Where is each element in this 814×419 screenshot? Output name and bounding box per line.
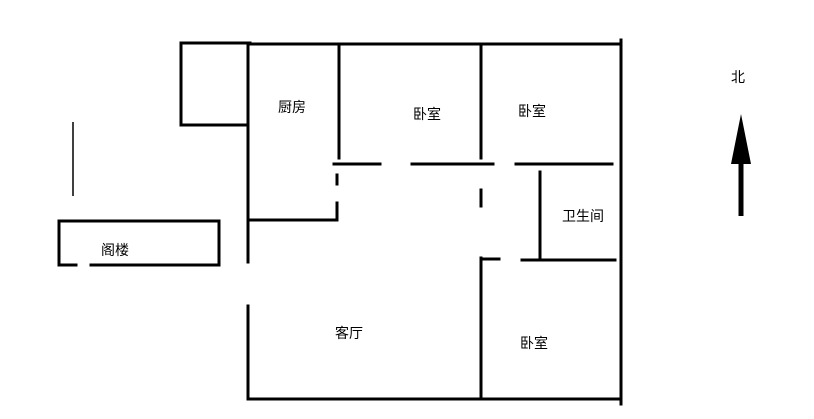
- interior-walls: [246, 44, 617, 401]
- attic-outline: [57, 122, 221, 267]
- room-label-living-room: 客厅: [335, 326, 363, 342]
- room-label-bedroom-top-right: 卧室: [518, 104, 546, 120]
- kitchen-alcove-walls: [179, 41, 252, 127]
- exterior-walls: [246, 38, 623, 406]
- north-label: 北: [731, 70, 745, 86]
- room-label-bedroom-bottom: 卧室: [520, 336, 548, 352]
- room-label-kitchen: 厨房: [278, 100, 306, 116]
- room-label-bathroom: 卫生间: [562, 209, 604, 225]
- north-arrow-icon: [731, 114, 751, 216]
- room-label-bedroom-top-left: 卧室: [413, 107, 441, 123]
- room-label-attic: 阁楼: [101, 243, 129, 259]
